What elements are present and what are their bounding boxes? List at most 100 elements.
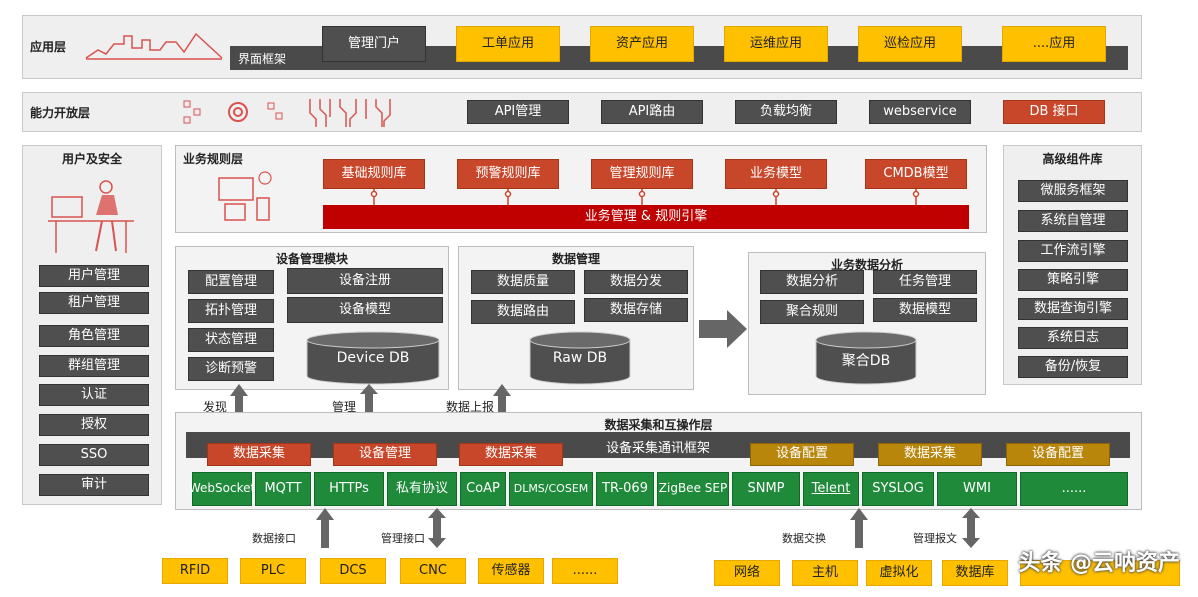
double-arrow-mgmt-interface-icon (428, 508, 446, 548)
protocol-coap[interactable]: CoAP (460, 472, 506, 506)
data-routing-button[interactable]: 数据路由 (471, 300, 575, 324)
policy-engine-item[interactable]: 策略引擎 (1018, 269, 1128, 291)
app-item-operations[interactable]: 运维应用 (724, 26, 828, 62)
device-network[interactable]: 网络 (714, 560, 780, 586)
microservice-item[interactable]: 微服务框架 (1018, 180, 1128, 202)
device-db-label: Device DB (336, 350, 410, 366)
device-extra (1020, 560, 1180, 586)
office-worker-icon (48, 180, 134, 253)
module-data-collection-3[interactable]: 数据采集 (878, 443, 982, 466)
module-device-config-2[interactable]: 设备配置 (1006, 443, 1110, 466)
data-distribution-button[interactable]: 数据分发 (584, 270, 688, 294)
aggregation-db-icon (815, 331, 917, 385)
right-arrow-icon (699, 310, 747, 348)
workflow-engine-item[interactable]: 工作流引擎 (1018, 240, 1128, 262)
api-management-button[interactable]: API管理 (467, 100, 569, 124)
rule-connectors (370, 189, 920, 205)
collection-layer-title: 数据采集和互操作层 (604, 418, 713, 432)
business-rule-title: 业务规则层 (183, 152, 244, 166)
advanced-components-title: 高级组件库 (1042, 152, 1103, 166)
protocol-telent[interactable]: Telent (803, 472, 859, 506)
base-rule-library-button[interactable]: 基础规则库 (323, 159, 425, 189)
mgmt-message-label: 管理报文 (913, 532, 957, 545)
device-mgmt-title: 设备管理模块 (275, 252, 348, 266)
module-device-config-1[interactable]: 设备配置 (750, 443, 854, 466)
app-framework-label: 界面框架 (238, 52, 287, 66)
protocol-https[interactable]: HTTPs (314, 472, 384, 506)
protocol-wmi[interactable]: WMI (937, 472, 1017, 506)
raw-db-label: Raw DB (552, 350, 608, 366)
data-storage-button[interactable]: 数据存储 (584, 298, 688, 322)
discover-label: 发现 (203, 400, 228, 414)
query-engine-item[interactable]: 数据查询引擎 (1018, 298, 1128, 320)
protocol-tr069[interactable]: TR-069 (596, 472, 654, 506)
data-model-button[interactable]: 数据模型 (873, 298, 977, 322)
app-item-work-order[interactable]: 工单应用 (456, 26, 560, 62)
webservice-button[interactable]: webservice (869, 100, 971, 124)
protocol-mqtt[interactable]: MQTT (255, 472, 311, 506)
protocol-websocket[interactable]: WebSocket (189, 472, 255, 506)
portal-button[interactable]: 管理门户 (322, 26, 426, 62)
data-interface-label: 数据接口 (252, 532, 296, 545)
device-register-button[interactable]: 设备注册 (287, 268, 443, 294)
app-item-more[interactable]: ....应用 (1002, 26, 1106, 62)
aggregation-rule-button[interactable]: 聚合规则 (760, 300, 864, 324)
load-balance-button[interactable]: 负载均衡 (735, 100, 837, 124)
user-management-item[interactable]: 用户管理 (39, 265, 149, 287)
status-management-button[interactable]: 状态管理 (188, 328, 274, 352)
city-skyline-icon (85, 32, 223, 60)
device-dcs[interactable]: DCS (320, 558, 386, 584)
protocol-dlms[interactable]: DLMS/COSEM (509, 472, 593, 506)
device-rfid[interactable]: RFID (162, 558, 228, 584)
db-interface-button[interactable]: DB 接口 (1003, 100, 1105, 124)
dashboard-device-icon (218, 171, 272, 221)
tenant-management-item[interactable]: 租户管理 (39, 292, 149, 314)
management-rule-library-button[interactable]: 管理规则库 (591, 159, 693, 189)
app-item-inspection[interactable]: 巡检应用 (858, 26, 962, 62)
device-sensor[interactable]: 传感器 (478, 558, 544, 584)
device-virtualization[interactable]: 虚拟化 (866, 560, 932, 586)
module-data-collection-2[interactable]: 数据采集 (459, 443, 563, 466)
data-quality-button[interactable]: 数据质量 (471, 270, 575, 294)
business-model-button[interactable]: 业务模型 (725, 159, 827, 189)
protocol-private[interactable]: 私有协议 (387, 472, 457, 506)
protocol-zigbee[interactable]: ZigBee SEP (657, 472, 729, 506)
cmdb-model-button[interactable]: CMDB模型 (865, 159, 967, 189)
config-management-button[interactable]: 配置管理 (188, 270, 274, 294)
protocol-more[interactable]: ...... (1020, 472, 1128, 506)
device-plc[interactable]: PLC (240, 558, 306, 584)
system-log-item[interactable]: 系统日志 (1018, 327, 1128, 349)
manage-label: 管理 (332, 400, 357, 414)
audit-item[interactable]: 审计 (39, 474, 149, 496)
role-management-item[interactable]: 角色管理 (39, 325, 149, 347)
backup-restore-item[interactable]: 备份/恢复 (1018, 356, 1128, 378)
module-data-collection-1[interactable]: 数据采集 (207, 443, 311, 466)
diagnosis-warning-button[interactable]: 诊断预警 (188, 357, 274, 381)
device-host[interactable]: 主机 (792, 560, 858, 586)
group-management-item[interactable]: 群组管理 (39, 355, 149, 377)
warning-rule-library-button[interactable]: 预警规则库 (457, 159, 559, 189)
mgmt-interface-label: 管理接口 (381, 532, 425, 545)
api-routing-button[interactable]: API路由 (601, 100, 703, 124)
authorization-item[interactable]: 授权 (39, 414, 149, 436)
device-more[interactable]: ...... (552, 558, 618, 584)
data-analysis-button[interactable]: 数据分析 (760, 270, 864, 294)
up-arrow-report-icon (493, 384, 511, 424)
device-cnc[interactable]: CNC (400, 558, 466, 584)
device-model-button[interactable]: 设备模型 (287, 297, 443, 323)
rule-engine-bar[interactable]: 业务管理 & 规则引擎 (323, 205, 969, 229)
sso-item[interactable]: SSO (39, 444, 149, 466)
up-arrow-data-exchange-icon (850, 508, 868, 548)
app-layer-label: 应用层 (30, 40, 67, 54)
task-management-button[interactable]: 任务管理 (873, 270, 977, 294)
authentication-item[interactable]: 认证 (39, 384, 149, 406)
protocol-snmp[interactable]: SNMP (732, 472, 800, 506)
topology-management-button[interactable]: 拓扑管理 (188, 299, 274, 323)
app-item-assets[interactable]: 资产应用 (590, 26, 694, 62)
protocol-syslog[interactable]: SYSLOG (862, 472, 934, 506)
device-database[interactable]: 数据库 (942, 560, 1008, 586)
module-device-management[interactable]: 设备管理 (333, 443, 437, 466)
self-management-item[interactable]: 系统自管理 (1018, 210, 1128, 232)
report-label: 数据上报 (446, 400, 495, 414)
data-mgmt-title: 数据管理 (551, 252, 600, 266)
